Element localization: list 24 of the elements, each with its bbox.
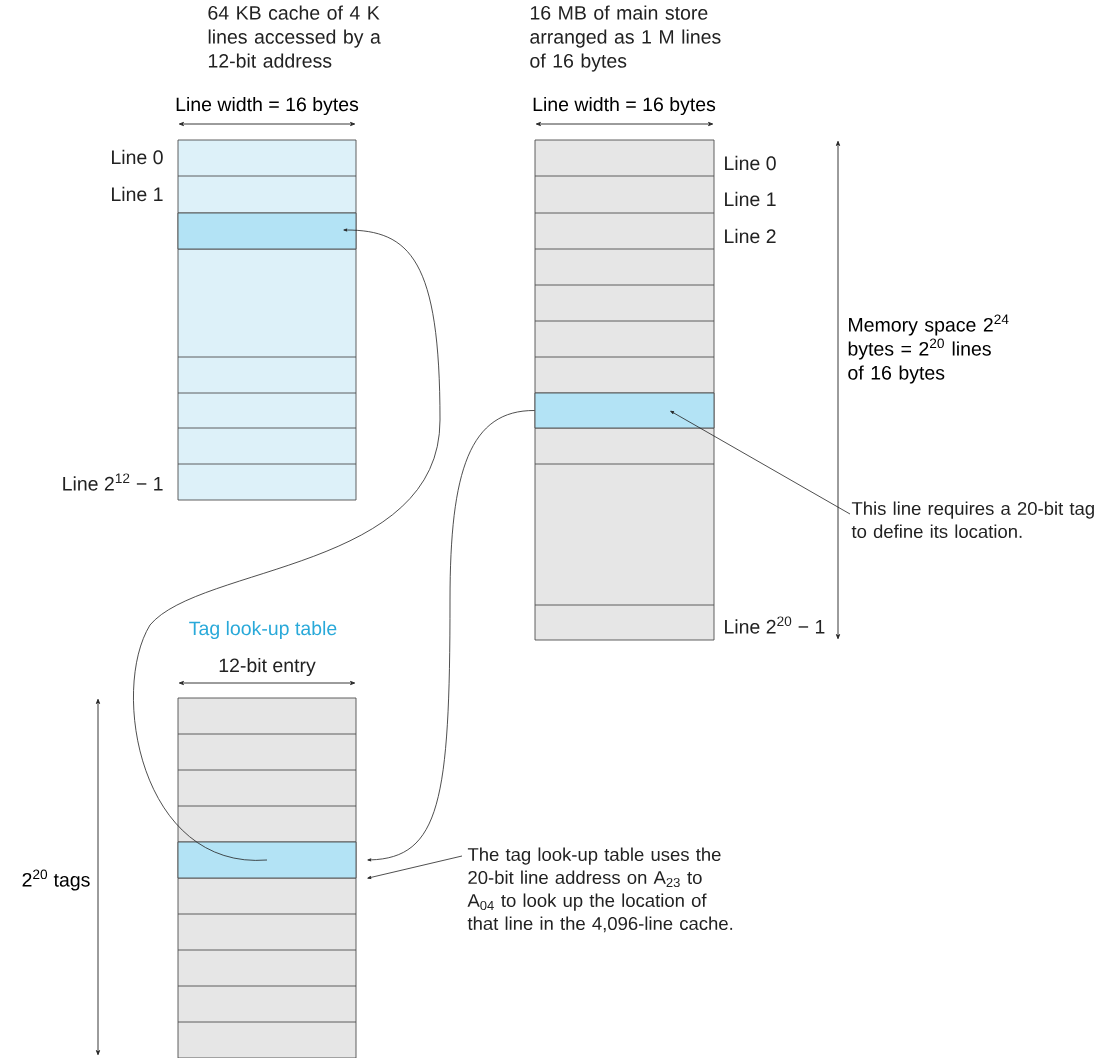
dimension-label: Line width = 16 bytes [176,96,359,116]
line-label: Line 2$^{20}$ − 1 [725,616,825,634]
line-label: Line 2$^{12}$ − 1 [63,473,163,491]
line-label: Line 0 [725,155,776,171]
memory-space-text: Memory space 2$^{24}$ bytes = 2$^{20}$ lines of 16 bytes [848,314,1009,384]
dimension-label: 2$^{20}$ tags [22,869,90,891]
line-label: Line 0 [112,149,163,165]
dimension-label: 12-bit entry [219,657,316,677]
caption-text: 64 KB cache of 4 K lines accessed by a 12-bit address [208,5,381,68]
note-text: This line requires a 20-bit tag to define its location. [851,501,1094,539]
note-text: The tag look-up table uses the 20-bit line address on A$_{23}$ to A$_{04}$ to look up the location of that line in the 4,096-line cache. [467,847,733,933]
leader-line [367,855,463,879]
line-label: Line 1 [112,186,163,202]
curved-arrow [367,410,535,862]
line-label: Line 2 [725,228,776,244]
highlighted-row [177,841,357,879]
highlighted-row [534,392,715,429]
dimension-label: Line width = 16 bytes [533,96,716,116]
caption-text: 16 MB of main store arranged as 1 M lines of 16 bytes [530,5,721,72]
curved-arrow [133,228,441,861]
line-label: Line 1 [725,191,776,207]
highlighted-row [177,212,357,250]
leader-line [670,410,851,515]
table-title: Tag look-up table [189,620,337,640]
